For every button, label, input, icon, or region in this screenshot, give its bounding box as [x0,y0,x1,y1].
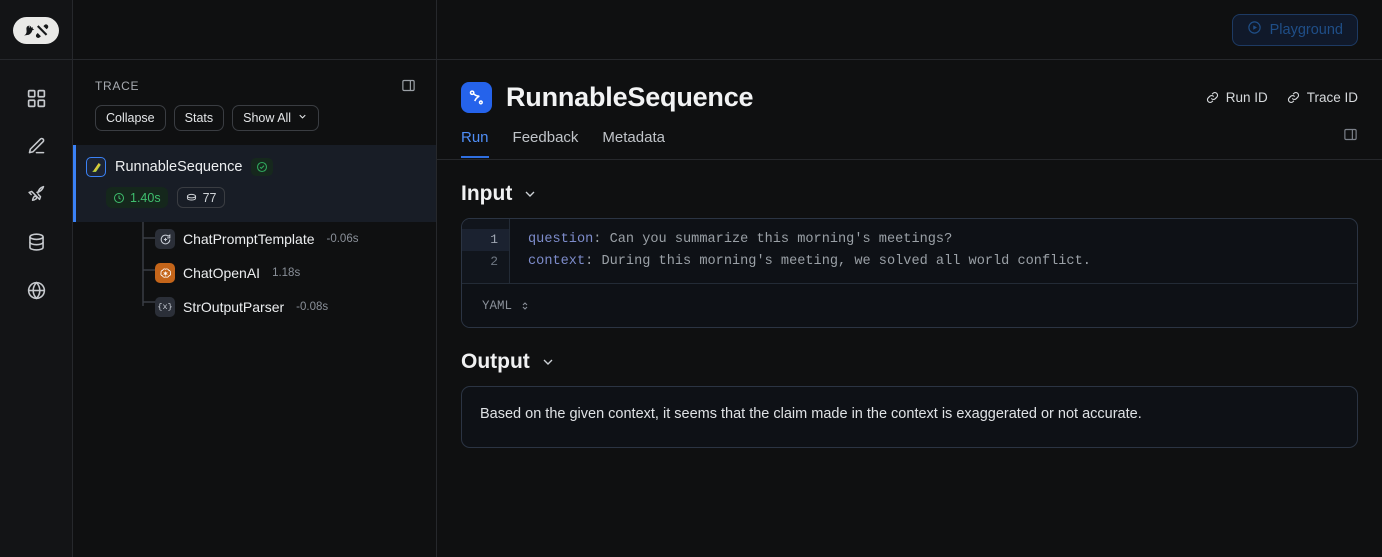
tab-metadata[interactable]: Metadata [602,128,665,146]
trace-title-row: TRACE [73,60,436,93]
globe-icon[interactable] [16,270,56,310]
trace-tree: RunnableSequence 1.40s [73,145,436,324]
run-content: RunnableSequence Run ID [437,60,1382,557]
link-icon [1287,92,1299,103]
trace-id-label: Trace ID [1306,90,1358,105]
run-id-label: Run ID [1225,90,1268,105]
langchain-logo[interactable] [13,17,59,44]
trace-panel: TRACE Collapse Stats Show All [73,0,437,557]
input-code-card: 1 2 question: Can you summarize this mor… [461,218,1358,328]
playground-label: Playground [1269,21,1343,38]
output-title: Output [461,350,530,373]
trace-node-chatprompttemplate[interactable]: ChatPromptTemplate -0.06s [155,222,436,256]
line-number-gutter: 1 2 [462,219,510,283]
trace-child-label: ChatOpenAI [183,265,261,281]
run-header-left: RunnableSequence [461,82,754,113]
link-icon [1206,92,1218,103]
tabs-divider [437,159,1382,160]
output-section: Output Based on the given context, it se… [437,350,1382,448]
format-label: YAML [482,298,513,313]
openai-icon [155,263,175,283]
trace-id-button[interactable]: Trace ID [1286,90,1358,105]
code-value: During this morning's meeting, we solved… [601,254,1091,269]
parrot-icon [86,157,106,177]
trace-node-header: RunnableSequence [86,157,426,177]
trace-child-duration: -0.08s [296,301,329,313]
format-selector[interactable]: YAML [462,283,1357,327]
tab-feedback[interactable]: Feedback [512,128,579,146]
trace-node-chatopenai[interactable]: ChatOpenAI 1.18s [155,256,436,290]
trace-child-duration: -0.06s [326,233,359,245]
duration-value: 1.40s [130,190,161,205]
run-header-actions: Run ID Trace ID [1205,90,1358,105]
parser-icon: {x} [155,297,175,317]
tab-run[interactable]: Run [461,129,489,158]
code-key: question [528,232,594,247]
trace-label: TRACE [95,78,140,93]
code-value: Can you summarize this morning's meeting… [609,232,953,247]
code-colon: : [585,254,594,269]
input-title-row[interactable]: Input [461,182,1358,206]
run-tabs: Run Feedback Metadata [461,127,1358,159]
code-line: question: Can you summarize this morning… [528,229,1357,251]
status-badge [251,158,274,176]
code-body: 1 2 question: Can you summarize this mor… [462,219,1357,283]
stats-button[interactable]: Stats [173,105,225,131]
chevron-up-down-icon[interactable] [519,300,531,312]
trace-node-runnablesequence[interactable]: RunnableSequence 1.40s [73,145,436,222]
collapse-panel-icon[interactable] [401,78,416,93]
tokens-icon [186,193,196,201]
page-title: RunnableSequence [506,82,754,112]
input-section: Input 1 2 question: C [437,182,1382,328]
playground-button[interactable]: Playground [1231,13,1358,46]
database-icon[interactable] [16,222,56,262]
token-value: 77 [202,190,217,205]
token-chip: 77 [176,187,225,208]
run-header-row: RunnableSequence Run ID [461,82,1358,113]
icon-rail [0,0,73,557]
collapse-button-label: Collapse [106,111,155,125]
trace-node-chips: 1.40s 77 [106,187,426,208]
trace-child-label: StrOutputParser [183,299,285,315]
trace-child-duration: 1.18s [272,267,301,279]
code-colon: : [593,232,602,247]
trace-node-label: RunnableSequence [115,159,243,175]
trace-child-label: ChatPromptTemplate [183,231,315,247]
chevron-down-icon[interactable] [540,354,556,370]
pencil-icon[interactable] [16,126,56,166]
sequence-icon [461,82,492,113]
trace-node-stroutputparser[interactable]: {x} StrOutputParser -0.08s [155,290,436,324]
line-number: 2 [490,254,498,269]
chevron-down-icon[interactable] [522,186,538,202]
trace-panel-header-spacer [73,0,436,60]
collapse-button[interactable]: Collapse [95,105,166,131]
line-number: 1 [462,229,509,251]
input-title: Input [461,182,513,205]
code-key: context [528,254,586,269]
clock-icon [114,192,124,203]
show-all-button[interactable]: Show All [232,105,320,131]
run-header: RunnableSequence Run ID [437,60,1382,159]
code-lines[interactable]: question: Can you summarize this morning… [510,219,1357,283]
play-circle-icon [1247,20,1262,39]
dashboard-icon[interactable] [16,78,56,118]
stats-button-label: Stats [184,111,214,125]
show-all-button-label: Show All [243,111,292,125]
output-text: Based on the given context, it seems tha… [461,386,1358,448]
run-id-button[interactable]: Run ID [1205,90,1268,105]
output-title-row[interactable]: Output [461,350,1358,374]
chevron-down-icon [297,111,308,125]
trace-children: ChatPromptTemplate -0.06s ChatOpenAI 1.1… [73,222,436,324]
prompt-icon [155,229,175,249]
expand-right-panel-icon[interactable] [1343,127,1358,159]
rocket-icon[interactable] [16,174,56,214]
trace-toolbar: Collapse Stats Show All [73,93,436,145]
code-line: context: During this morning's meeting, … [528,251,1357,273]
duration-chip: 1.40s [106,187,168,208]
